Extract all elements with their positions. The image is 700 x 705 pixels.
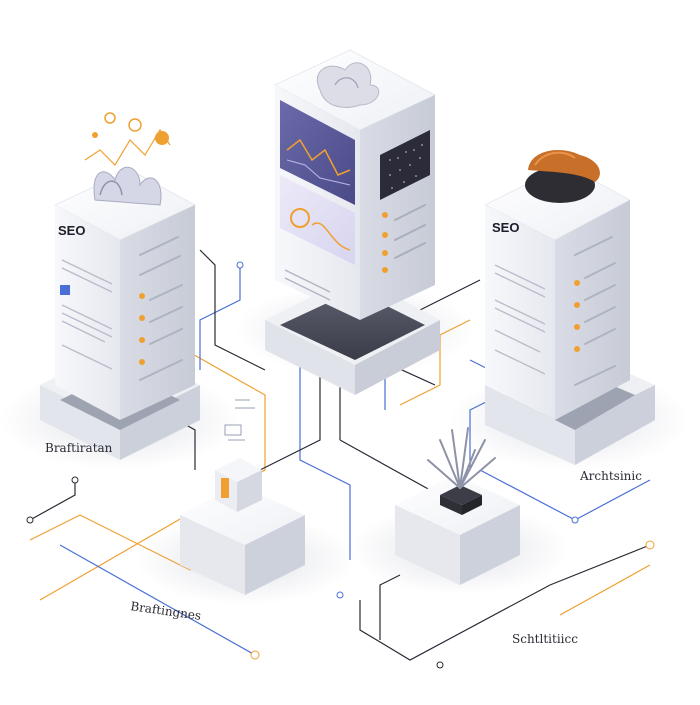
- connector-nodes: [26, 261, 655, 669]
- connector-line-dark: [249, 350, 321, 476]
- right-tower-content-rows: [574, 236, 616, 386]
- device-orange-panel: [221, 478, 229, 498]
- right-tower-orange-dots: [574, 280, 580, 352]
- right-tower-fuzzy-object: [525, 150, 600, 203]
- right-server-tower: [484, 150, 655, 465]
- plant-icon: [427, 427, 496, 489]
- connector-line-dark: [29, 480, 76, 521]
- right-tower-text-lines: [494, 264, 546, 375]
- connector-node: [26, 516, 34, 524]
- connector-node: [571, 516, 579, 524]
- connector-node: [71, 476, 79, 484]
- label-bottom-right: Schtltitiicc: [512, 632, 578, 646]
- connector-node: [250, 650, 260, 660]
- connector-line-dark: [379, 574, 401, 640]
- left-server-tower: [40, 112, 200, 460]
- connector-line-orange: [39, 329, 266, 601]
- connector-node: [645, 540, 655, 550]
- left-tower-text-lines: [61, 259, 113, 370]
- connector-node: [336, 591, 344, 599]
- center-server-tower: [265, 49, 440, 395]
- right-tower-seo-badge: SEO: [492, 220, 519, 235]
- left-tower-orange-dots: [139, 293, 145, 365]
- left-tower-glass-chart: [84, 112, 171, 206]
- left-tower-content-rows: [139, 236, 183, 381]
- connector-line-blue: [59, 544, 256, 656]
- center-tower-glass-object: [317, 62, 380, 108]
- connector-node: [436, 661, 444, 669]
- connector-line-blue: [299, 355, 351, 560]
- connector-line-dark: [199, 249, 266, 371]
- center-tower-orange-dots: [382, 212, 388, 273]
- front-left-platform: [180, 399, 305, 595]
- center-screen-chart: [280, 100, 355, 205]
- label-bottom-left: Braftingnes: [130, 599, 202, 623]
- connector-line-orange: [399, 319, 471, 406]
- left-tower-seo-badge: SEO: [58, 223, 85, 238]
- connector-node: [236, 261, 244, 269]
- label-right: Archtsinic: [579, 469, 642, 483]
- label-left: Braftiratan: [45, 441, 113, 455]
- front-right-platform: [395, 427, 520, 585]
- center-tower-content-rows: [394, 204, 426, 259]
- center-dark-screen: [380, 130, 430, 200]
- connector-line-orange: [559, 564, 651, 616]
- center-screen-graph: [280, 175, 355, 265]
- connector-line-blue: [199, 265, 241, 370]
- connector-line-dark: [359, 544, 651, 661]
- left-tower-blue-square: [60, 285, 70, 295]
